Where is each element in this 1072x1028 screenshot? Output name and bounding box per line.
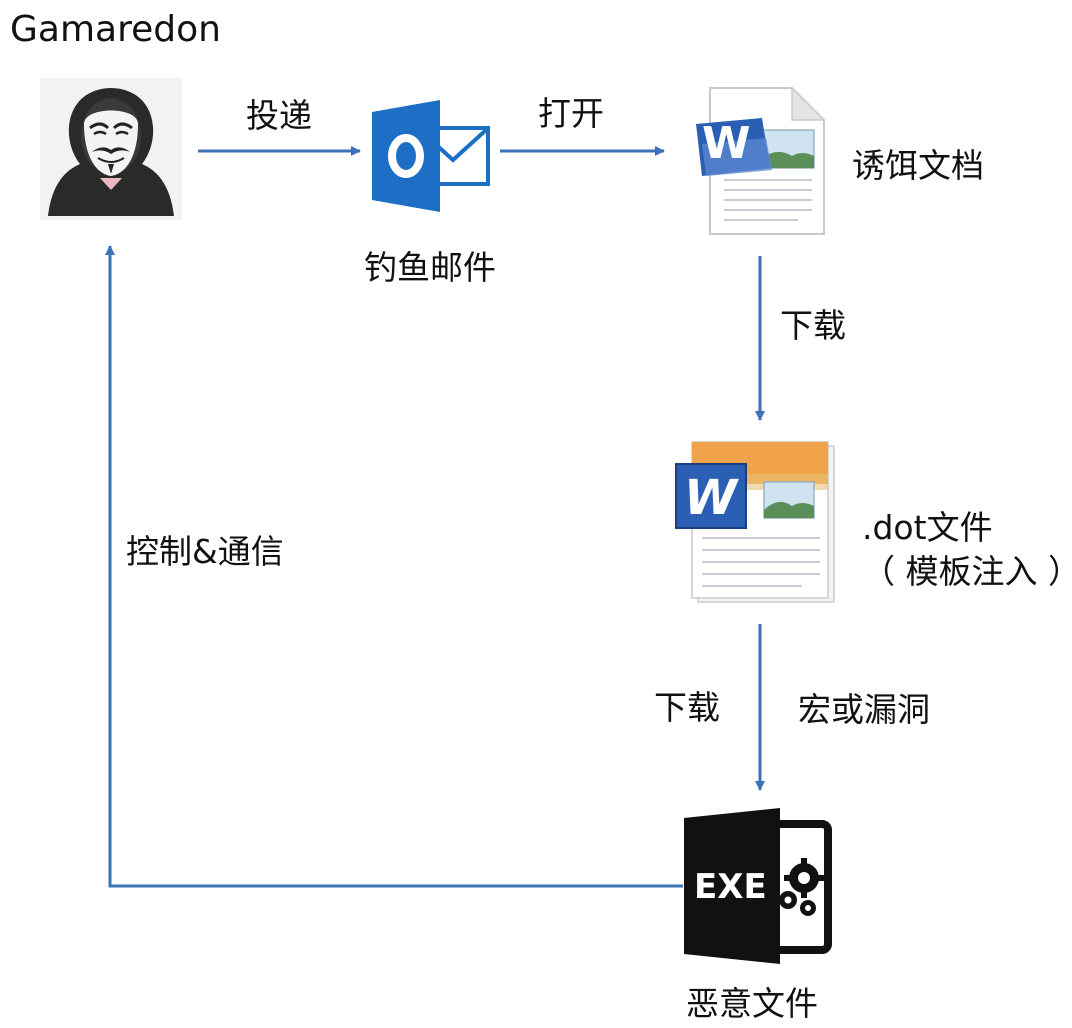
dot-file-node: W	[672, 438, 838, 604]
malicious-file-node: EXE	[684, 808, 834, 964]
edge-label-deliver: 投递	[246, 96, 312, 135]
phishing-email-node	[372, 100, 490, 212]
dot-file-label: .dot文件	[862, 508, 993, 547]
edge-label-macro-or-vuln: 宏或漏洞	[798, 690, 930, 729]
edge-label-c2: 控制&通信	[126, 532, 284, 571]
attacker-node	[40, 78, 182, 220]
svg-text:W: W	[702, 118, 751, 169]
edge-label-download-2: 下载	[654, 688, 720, 727]
edge-label-open: 打开	[538, 94, 604, 133]
diagram-title: Gamaredon	[10, 9, 221, 50]
bait-document-label: 诱饵文档	[852, 146, 984, 185]
edge-label-download-1: 下载	[780, 306, 846, 345]
word-document-icon: W	[696, 86, 826, 235]
dot-file-sublabel: （ 模板注入 ）	[862, 552, 1072, 591]
malicious-file-label: 恶意文件	[686, 984, 818, 1023]
hooded-hacker-mask-icon	[40, 78, 182, 220]
word-template-icon: W	[675, 441, 835, 603]
phishing-email-label: 钓鱼邮件	[364, 248, 496, 287]
exe-file-icon	[684, 808, 832, 964]
bait-document-node: W	[688, 84, 826, 238]
outlook-mail-icon	[372, 100, 490, 212]
svg-text:W: W	[684, 470, 739, 526]
arrow-c2	[105, 245, 683, 888]
exe-badge-text: EXE	[694, 867, 767, 907]
